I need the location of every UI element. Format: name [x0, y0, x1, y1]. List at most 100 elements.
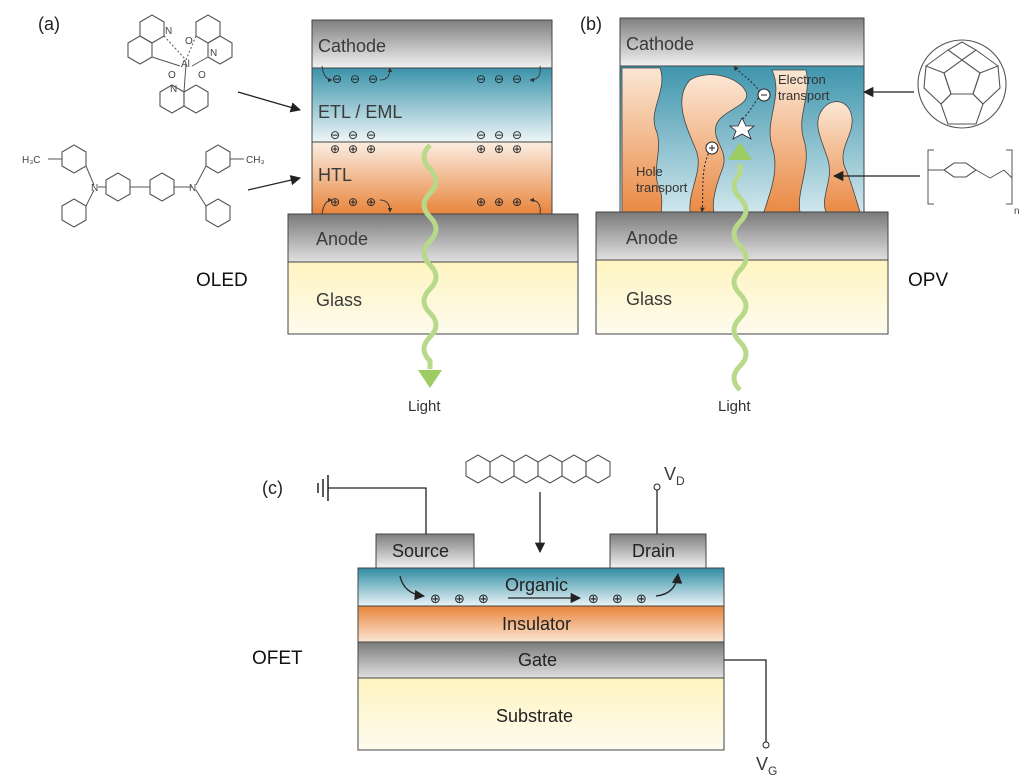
- opv-anode-label: Anode: [626, 228, 678, 248]
- opv-hole-path: [699, 149, 711, 213]
- hole-symbol: ⊕: [478, 591, 489, 606]
- oled-transport-arrows: [321, 65, 541, 215]
- ground-icon: [317, 475, 329, 501]
- hole-symbol: ⊕: [476, 195, 486, 209]
- hole-symbol: ⊕: [494, 142, 504, 156]
- extraction-arrow: [655, 572, 683, 597]
- vd-label: VD: [664, 464, 685, 488]
- panel-b-label: (b): [580, 14, 602, 34]
- opv-light-wave: [731, 164, 749, 392]
- o-label-2: O: [168, 70, 176, 81]
- opv-light-label: Light: [718, 398, 751, 415]
- hole-symbol: ⊕: [494, 195, 504, 209]
- tpd-to-htl-arrow: [247, 175, 302, 191]
- ppv-polymer: n: [927, 149, 1020, 217]
- fullerene-molecule: [917, 39, 1007, 129]
- hole-symbol: ⊕: [430, 591, 441, 606]
- n-label-tpd-2: N: [189, 183, 196, 194]
- hole-symbol: ⊕: [612, 591, 623, 606]
- ch3-label: CH₃: [246, 155, 265, 166]
- ofet-carriers: ⊕ ⊕ ⊕ ⊕ ⊕ ⊕: [430, 591, 647, 606]
- n-label-3: N: [170, 84, 177, 95]
- o-label-3: O: [198, 70, 206, 81]
- hole-symbol: ⊕: [636, 591, 647, 606]
- oled-anode-label: Anode: [316, 229, 368, 249]
- oled-htl-label: HTL: [318, 165, 352, 185]
- hole-symbol: ⊕: [454, 591, 465, 606]
- gate-layer: [357, 641, 725, 679]
- panel-c-label: (c): [262, 478, 283, 498]
- oled-light-label: Light: [408, 398, 441, 415]
- opv-donor-domain: [621, 67, 663, 213]
- hole-symbol: ⊕: [476, 142, 486, 156]
- electron-symbol: ⊖: [476, 72, 486, 86]
- opv-donor-domain: [817, 101, 861, 213]
- hole-symbol: ⊕: [348, 195, 358, 209]
- electron-symbol: ⊖: [512, 128, 522, 142]
- tpd-molecule: N N H₃C CH₃: [22, 144, 265, 228]
- injection-arrow: [399, 575, 426, 601]
- organic-label: Organic: [505, 575, 568, 595]
- electron-symbol: ⊖: [330, 128, 340, 142]
- pentacene-molecule: [465, 454, 611, 484]
- insulator-label: Insulator: [502, 614, 571, 634]
- n-label-2: N: [210, 48, 217, 59]
- oled-stack: [287, 19, 579, 335]
- polymer-subscript-n: n: [1014, 206, 1020, 217]
- gate-wire: [724, 659, 767, 742]
- vg-terminal: [762, 741, 770, 749]
- electron-symbol: ⊖: [494, 128, 504, 142]
- hole-symbol: ⊕: [330, 195, 340, 209]
- oled-glass-label: Glass: [316, 290, 362, 310]
- alq3-molecule: Al N O N O O N: [127, 14, 233, 114]
- alq3-to-etl-arrow: [237, 91, 301, 113]
- electron-symbol: ⊖: [332, 72, 342, 86]
- hole-symbol: ⊕: [366, 195, 376, 209]
- electron-transport-label-1: Electron: [778, 72, 826, 87]
- hole-symbol: ⊕: [512, 195, 522, 209]
- oled-light-wave: [421, 143, 439, 369]
- source-wire: [328, 487, 427, 534]
- oled-etl-layer: [311, 67, 553, 143]
- h3c-label: H₃C: [22, 155, 41, 166]
- source-label: Source: [392, 541, 449, 561]
- drain-label: Drain: [632, 541, 675, 561]
- opv-device-label: OPV: [908, 270, 948, 291]
- hole-transport-label-1: Hole: [636, 164, 663, 179]
- electron-symbol: ⊖: [366, 128, 376, 142]
- vd-terminal: [653, 483, 661, 491]
- hole-transport-label-2: transport: [636, 180, 688, 195]
- n-label-tpd-1: N: [91, 183, 98, 194]
- ofet-stack: [357, 533, 725, 751]
- opv-light-arrowhead: [728, 142, 752, 160]
- exciton-star-icon: [728, 117, 756, 140]
- hole-symbol: ⊕: [588, 591, 599, 606]
- n-label-1: N: [165, 26, 172, 37]
- electron-symbol: ⊖: [476, 128, 486, 142]
- oled-cathode-label: Cathode: [318, 36, 386, 56]
- opv-glass-label: Glass: [626, 289, 672, 309]
- oled-etl-label: ETL / EML: [318, 102, 402, 122]
- electron-symbol: ⊖: [512, 72, 522, 86]
- oled-carriers: ⊖ ⊖ ⊖ ⊖ ⊖ ⊖ ⊖ ⊖ ⊖ ⊖ ⊖ ⊖ ⊕ ⊕ ⊕ ⊕ ⊕ ⊕ ⊕ ⊕ …: [330, 72, 522, 209]
- ofet-device-label: OFET: [252, 648, 303, 669]
- opv-cathode-layer: [619, 17, 865, 67]
- substrate-label: Substrate: [496, 706, 573, 726]
- hole-symbol: ⊕: [512, 142, 522, 156]
- o-label-1: O: [185, 36, 193, 47]
- electron-symbol: ⊖: [348, 128, 358, 142]
- oled-cathode-layer: [311, 19, 553, 69]
- panel-a-label: (a): [38, 14, 60, 34]
- vg-label: VG: [756, 754, 777, 778]
- oled-light-arrowhead: [418, 370, 442, 388]
- al-label: Al: [181, 59, 190, 70]
- electron-symbol: ⊖: [368, 72, 378, 86]
- insulator-layer: [357, 605, 725, 643]
- electron-symbol: ⊖: [494, 72, 504, 86]
- hole-symbol: ⊕: [366, 142, 376, 156]
- substrate-layer: [357, 677, 725, 751]
- gate-label: Gate: [518, 650, 557, 670]
- oled-htl-layer: [311, 141, 553, 215]
- hole-symbol: ⊕: [348, 142, 358, 156]
- electron-transport-label-2: transport: [778, 88, 830, 103]
